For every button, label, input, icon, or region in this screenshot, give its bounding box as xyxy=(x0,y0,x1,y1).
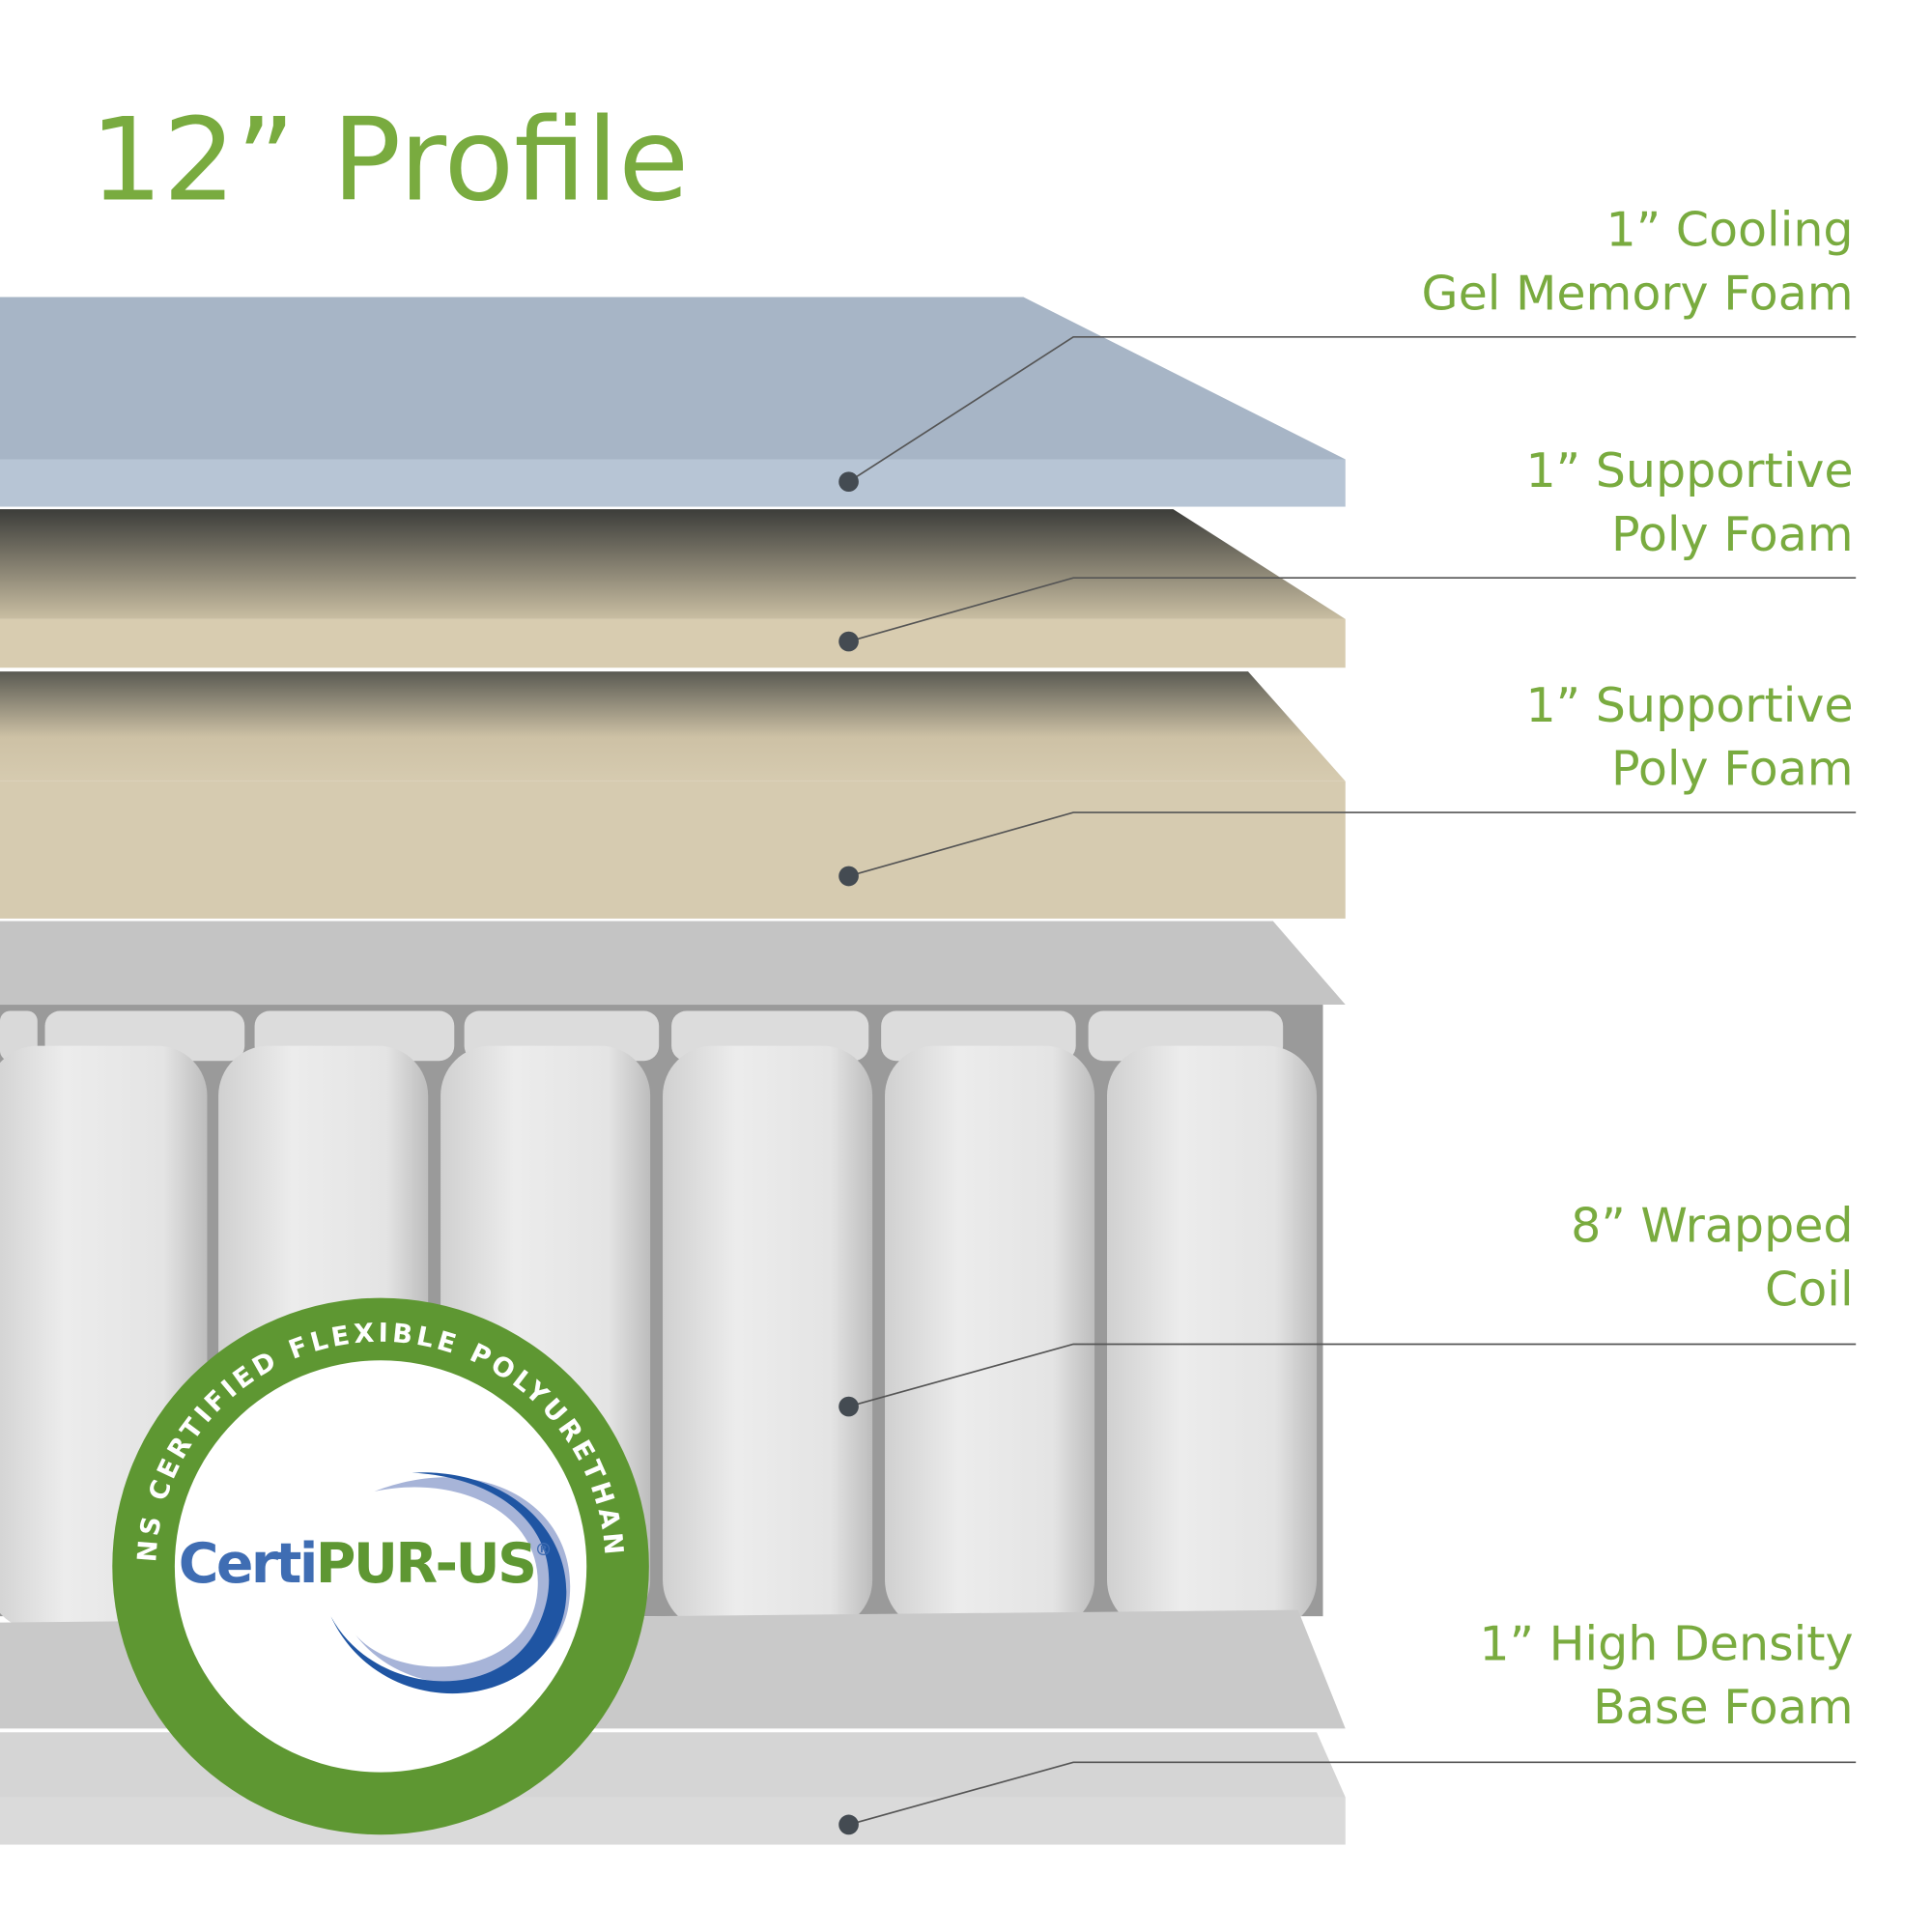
layer-poly-foam-1 xyxy=(0,509,1346,668)
callout-label-line1: 1” Supportive xyxy=(1525,442,1853,498)
callout-label-line2: Gel Memory Foam xyxy=(1422,265,1854,321)
callout-label-line2: Poly Foam xyxy=(1611,506,1854,562)
layer-coil-top-cover xyxy=(0,921,1346,1006)
callout-label-line2: Coil xyxy=(1765,1261,1854,1317)
callout-2: 1” Supportive Poly Foam xyxy=(838,442,1857,652)
page-title: 12” Profile xyxy=(90,95,689,228)
callout-label-line1: 1” Cooling xyxy=(1605,202,1853,258)
layer-gel-memory-foam xyxy=(0,297,1346,507)
callout-5: 1” High Density Base Foam xyxy=(838,1615,1857,1835)
callout-1: 1” Cooling Gel Memory Foam xyxy=(838,202,1857,493)
callout-3: 1” Supportive Poly Foam xyxy=(838,677,1857,887)
callout-label-line1: 8” Wrapped xyxy=(1571,1198,1853,1254)
badge-brand-certi: Certi xyxy=(179,1532,316,1596)
callout-label-line1: 1” Supportive xyxy=(1525,677,1853,733)
badge-registered: ® xyxy=(534,1540,550,1560)
badge-brand-pur: PUR-US xyxy=(316,1532,535,1596)
callout-label-line2: Base Foam xyxy=(1593,1679,1854,1735)
callout-label-line2: Poly Foam xyxy=(1611,741,1854,797)
layer-poly-foam-2 xyxy=(0,671,1346,919)
badge-brand: CertiPUR-US® xyxy=(179,1532,551,1596)
callout-label-line1: 1” High Density xyxy=(1479,1615,1853,1671)
callout-4: 8” Wrapped Coil xyxy=(838,1198,1857,1417)
